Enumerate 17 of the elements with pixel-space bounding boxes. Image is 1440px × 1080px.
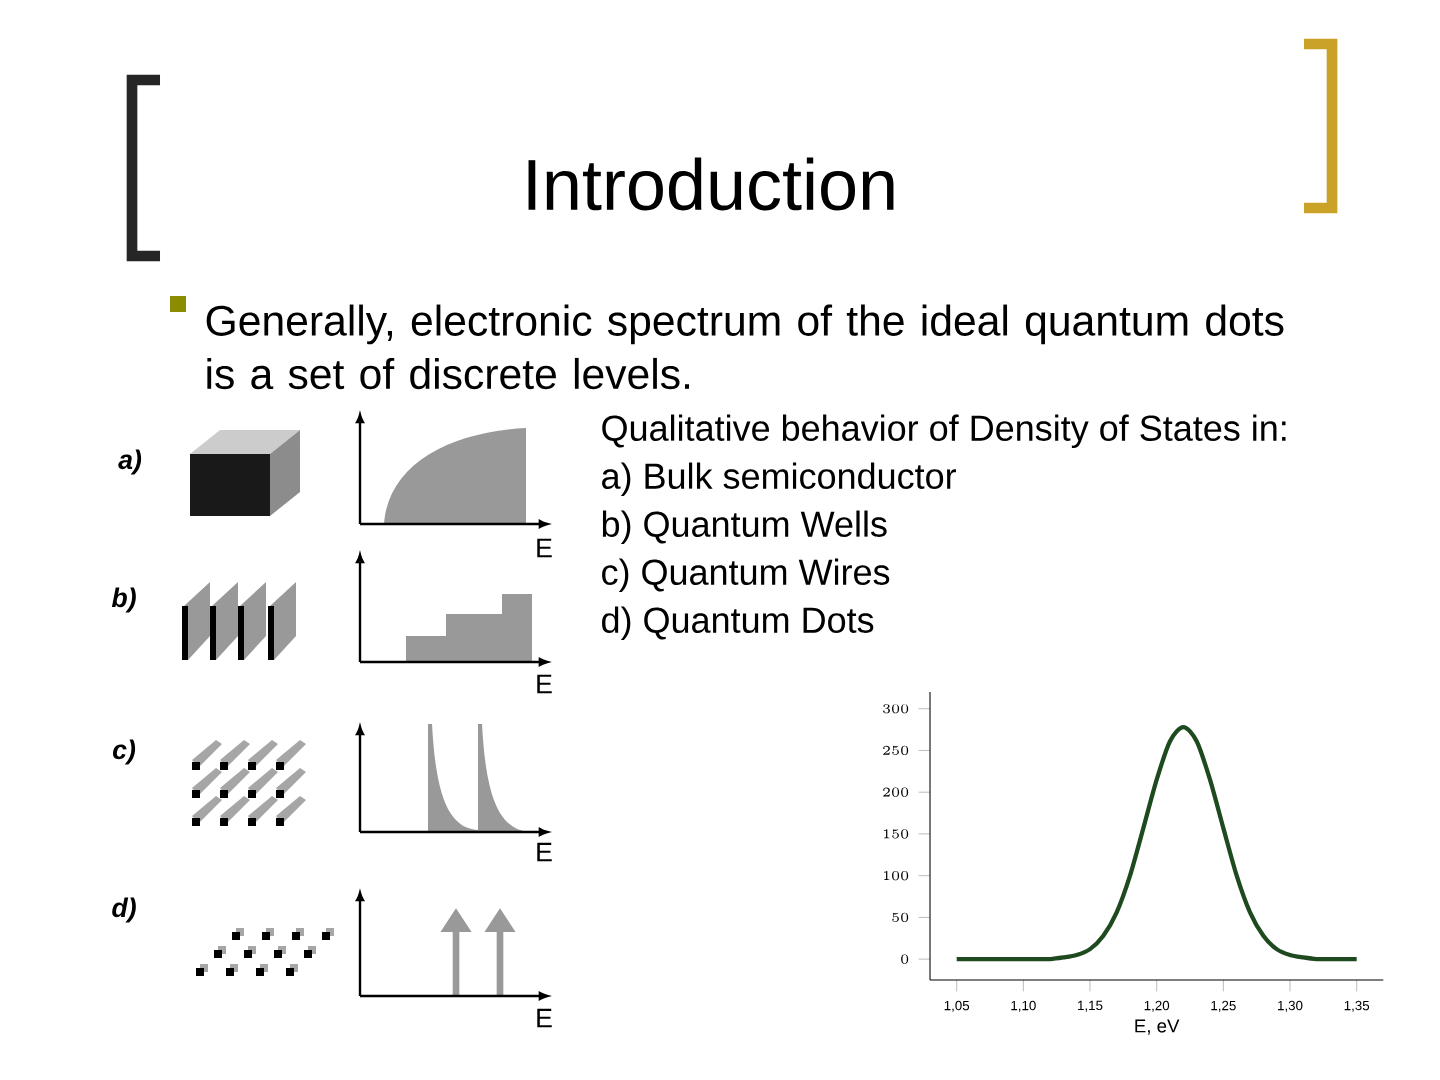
description-text: Qualitative behavior of Density of States in: <box>602 414 1286 449</box>
panel-letter: d) <box>112 897 136 923</box>
axis-label: E <box>537 674 552 694</box>
panel-letter: c) <box>113 739 136 765</box>
panel-letter: b) <box>111 587 136 613</box>
axis-label: E <box>537 538 552 558</box>
description-text: b) Quantum Wells <box>602 510 887 545</box>
axis-label: E <box>537 842 552 862</box>
bullet-text: Generally, electronic spectrum of the ideal quantum dots is a set of discrete levels. <box>206 304 1284 390</box>
description-text: d) Quantum Dots <box>602 606 874 641</box>
axis-label: E <box>537 1008 552 1028</box>
x-axis-title: E, eV <box>1135 1019 1180 1035</box>
line-series <box>954 724 1359 962</box>
panel-letter: a) <box>118 449 142 475</box>
title: Introduction <box>528 157 894 211</box>
description-text: a) Bulk semiconductor <box>602 462 956 497</box>
description-text: c) Quantum Wires <box>602 558 890 593</box>
